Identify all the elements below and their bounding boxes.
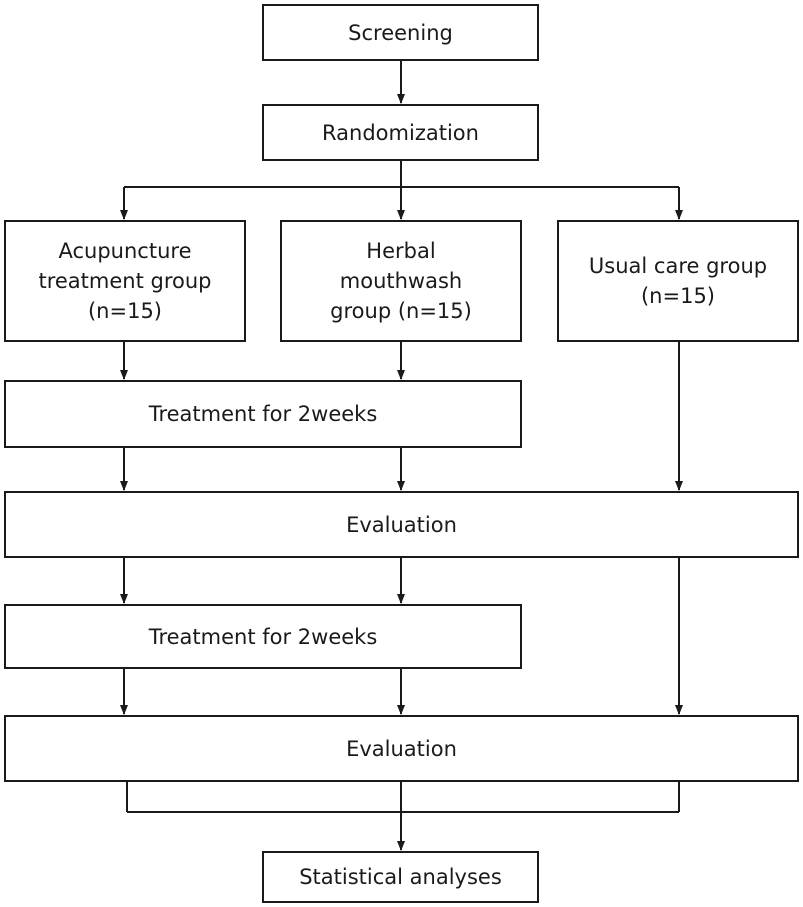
evaluation-label-1: Evaluation: [346, 512, 457, 537]
usual-care-group-label: Usual care group (n=15): [588, 254, 768, 308]
evaluation-label-2: Evaluation: [346, 736, 457, 761]
randomization-label: Randomization: [322, 120, 479, 145]
statistical-analyses-label: Statistical analyses: [299, 865, 502, 889]
screening-box: Screening: [262, 4, 539, 61]
evaluation-box-2: Evaluation: [4, 715, 799, 782]
treatment-label-1: Treatment for 2weeks: [148, 402, 378, 426]
treatment-box-2: Treatment for 2weeks: [4, 604, 522, 669]
statistical-analyses-box: Statistical analyses: [262, 851, 539, 903]
acupuncture-group-box: Acupuncture treatment group (n=15): [4, 220, 246, 342]
acupuncture-group-label: Acupuncture treatment group (n=15): [38, 239, 212, 323]
usual-care-group-box: Usual care group (n=15): [557, 220, 799, 342]
herbal-mouthwash-group-label: Herbal mouthwash group (n=15): [330, 239, 472, 323]
herbal-mouthwash-group-box: Herbal mouthwash group (n=15): [280, 220, 522, 342]
screening-label: Screening: [348, 20, 453, 45]
treatment-label-2: Treatment for 2weeks: [148, 624, 378, 649]
treatment-box-1: Treatment for 2weeks: [4, 380, 522, 448]
randomization-box: Randomization: [262, 104, 539, 161]
evaluation-box-1: Evaluation: [4, 491, 799, 558]
